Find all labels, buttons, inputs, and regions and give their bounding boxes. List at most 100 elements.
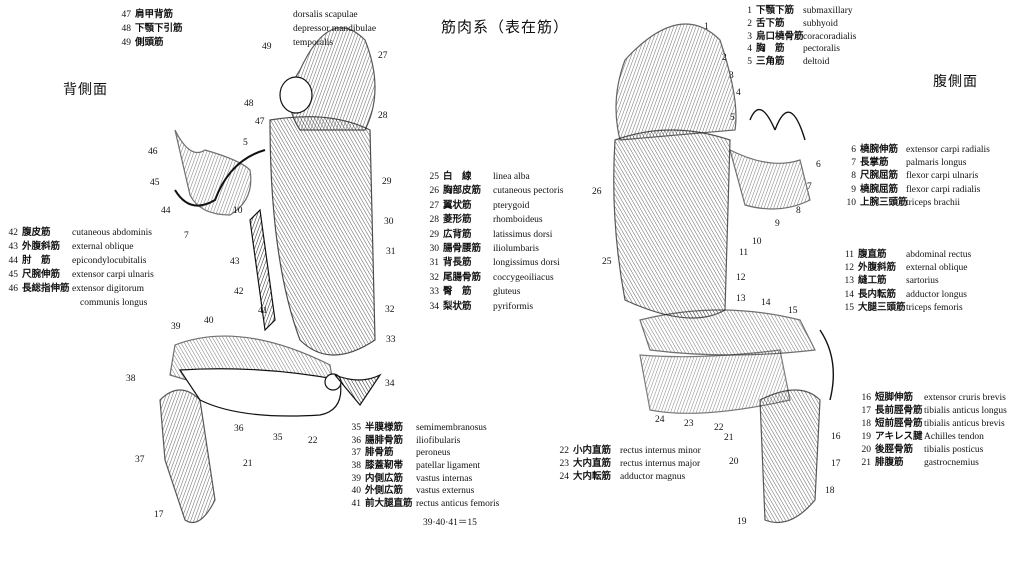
muscle-latin-name: latissimus dorsi [493,229,553,240]
muscle-number: 5 [747,57,752,68]
dorsal-callout-number: 29 [382,177,392,187]
dorsal-callout-number: 39 [171,322,181,332]
ventral-callout-number: 20 [729,457,739,467]
muscle-japanese-name: 広背筋 [443,229,472,240]
muscle-latin-name: triceps brachii [906,197,961,208]
muscle-number: 6 [851,145,856,155]
muscle-number: 24 [559,471,570,482]
muscle-japanese-name: 腹皮筋 [22,228,51,238]
muscle-japanese-name: 短脚伸筋 [875,393,914,403]
muscle-latin-name: flexor carpi radialis [906,184,981,195]
muscle-japanese-name: 縫工筋 [858,276,887,287]
muscle-japanese-name: 腸腓骨筋 [365,435,404,446]
muscle-latin-name: submaxillary [803,6,853,16]
dorsal-view-label: 背側面 [63,83,108,98]
muscle-japanese-name: 胸部皮筋 [443,186,482,197]
muscle-japanese-name: 外側広筋 [365,486,404,497]
muscle-number: 39 [351,473,362,484]
muscle-number: 4 [747,44,752,55]
muscle-japanese-name: 橈腕伸筋 [860,145,899,155]
muscle-japanese-name: 肩甲背筋 [135,10,174,20]
muscle-latin-name: vastus externus [416,486,475,497]
muscle-number: 41 [351,499,362,510]
dorsal-callout-number: 48 [244,99,254,109]
dorsal-callout-number: 44 [161,206,171,216]
dorsal-callout-number: 33 [386,335,396,345]
muscle-latin-name: extensor cruris brevis [924,393,1006,403]
dorsal-callout-number: 5 [243,138,248,148]
diagram-title: 筋肉系（表在筋） [441,20,570,36]
ventral-callout-number: 7 [807,182,812,192]
muscle-japanese-name: 前大腿直筋 [365,499,413,510]
dorsal-callout-number: 22 [308,436,318,446]
muscle-number: 27 [429,200,440,211]
muscle-japanese-name: 尺腕屈筋 [860,171,899,182]
muscle-number: 8 [851,171,856,182]
muscle-number: 43 [8,242,19,252]
muscle-number: 45 [8,270,19,280]
muscle-japanese-name: 橈腕屈筋 [860,184,899,195]
muscle-number: 19 [861,432,872,442]
ventral-callout-number: 11 [739,248,749,258]
dorsal-callout-number: 28 [378,111,388,121]
muscle-japanese-name: 白 線 [443,172,472,182]
muscle-number: 42 [8,228,19,238]
muscle-japanese-name: 腓腹筋 [875,458,904,468]
dorsal-callout-number: 27 [378,51,388,61]
dorsal-callout-number: 43 [230,257,240,267]
muscle-number: 49 [121,38,132,48]
dorsal-callout-number: 49 [262,42,272,52]
muscle-japanese-name: 翼状筋 [443,200,472,211]
muscle-japanese-name: 内側広筋 [365,473,404,484]
muscle-latin-name: tibialis posticus [924,445,984,455]
muscle-japanese-name: 長総指伸筋 [22,284,70,294]
muscle-latin-name: sartorius [906,276,939,287]
muscle-latin-name: iliofibularis [416,435,461,446]
muscle-number: 2 [747,18,752,29]
ventral-callout-number: 25 [602,257,612,267]
muscle-latin-name: tibialis anticus brevis [924,419,1005,429]
muscle-latin-name: gluteus [493,287,521,298]
ventral-callout-number: 6 [816,160,821,170]
muscle-latin-name: palmaris longus [906,158,967,169]
muscle-latin-name: subhyoid [803,18,838,29]
muscle-number: 48 [121,24,132,34]
ventral-callout-number: 12 [736,273,746,283]
dorsal-callout-number: 36 [234,424,244,434]
ventral-callout-number: 3 [729,71,734,81]
muscle-japanese-name: 腸骨腰筋 [443,243,482,254]
muscle-latin-name: linea alba [493,172,530,182]
ventral-callout-number: 14 [761,298,771,308]
ventral-callout-number: 1 [704,22,709,32]
ventral-callout-number: 9 [775,219,780,229]
muscle-latin-name: pterygoid [493,200,530,211]
muscle-latin-name: longissimus dorsi [493,258,560,269]
muscle-japanese-name: 長前脛骨筋 [875,406,923,416]
muscle-number: 38 [351,461,362,472]
muscle-japanese-name: 上腕三頭筋 [860,197,908,208]
dorsal-frog [159,27,382,524]
muscle-japanese-name: 下顎下筋 [756,6,795,16]
muscle-latin-name: rectus internus minor [620,446,701,456]
muscle-number: 44 [8,256,19,266]
